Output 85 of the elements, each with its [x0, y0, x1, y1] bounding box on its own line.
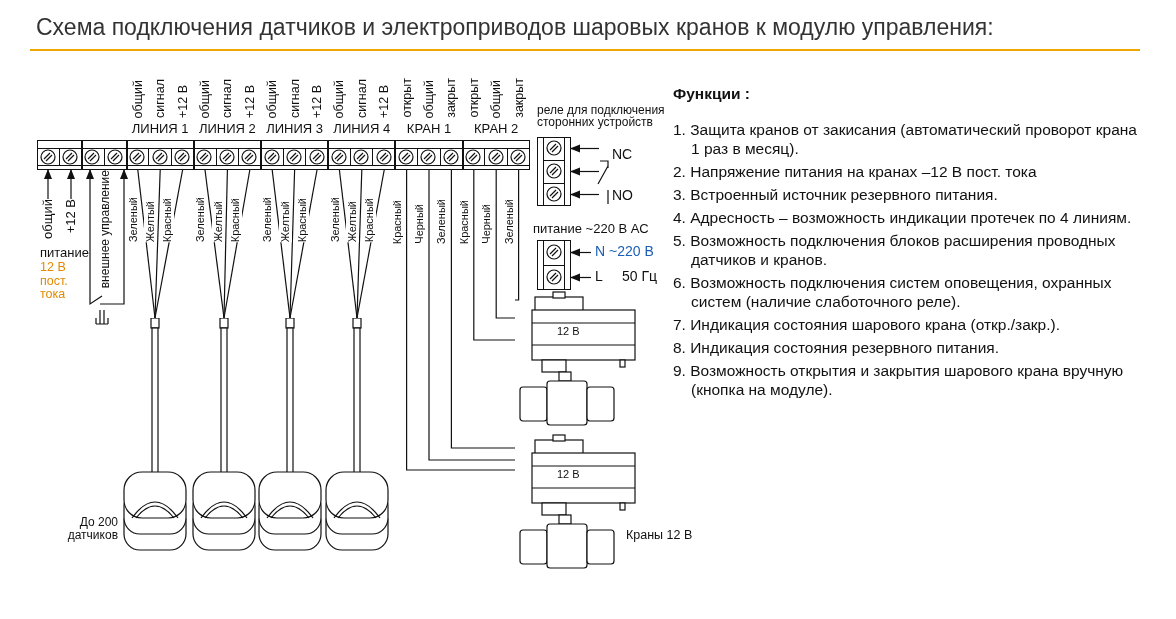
function-item: 4. Адресность – возможность индикации протечек по 4 линиям.	[673, 208, 1133, 227]
terminal-label: NC	[612, 146, 633, 162]
function-item: 6. Возможность подключения систем оповещения, охранных систем (наличие слаботочного реле).	[673, 273, 1113, 311]
wire-label: Красный	[362, 197, 376, 242]
arrow	[570, 273, 592, 282]
terminal-label: N ~220 В	[595, 243, 654, 259]
terminal-group-label: реле для подключения сторонних устройств	[537, 104, 666, 128]
terminal-group-label: питание ~220 В АС	[533, 223, 650, 235]
terminal-label: общий	[130, 79, 145, 118]
terminal-label: общий	[198, 79, 212, 118]
wire	[406, 169, 516, 471]
terminal-label: 50 Гц	[622, 268, 658, 284]
arrow	[120, 169, 128, 291]
control-label: внешнее управление	[99, 169, 113, 288]
function-item: 8. Индикация состояния резервного питания.	[673, 338, 1000, 357]
arrow	[570, 190, 600, 199]
terminal-label: +12 В	[377, 85, 392, 118]
wire-label: Черный	[413, 204, 426, 244]
terminal-group-label: ЛИНИЯ 3	[265, 121, 324, 137]
wire	[428, 169, 516, 461]
terminal-label: общий	[489, 79, 504, 118]
wire-label: Красный	[161, 197, 175, 242]
wire	[450, 169, 516, 449]
terminal-label: +12 В	[64, 199, 78, 234]
sensor-count-label: До 200 датчиков	[66, 516, 118, 542]
function-item: 7. Индикация состояния шарового крана (откр./закр.).	[673, 315, 1061, 334]
function-item: 9. Возможность открытия и закрытия шарового крана вручную (кнопка на модуле).	[673, 361, 1125, 399]
terminal-label: открыт	[466, 78, 481, 118]
terminal-label: открыт	[399, 78, 414, 118]
function-item: 5. Возможность подключения блоков расширения проводных датчиков и кранов.	[673, 231, 1117, 269]
terminal-label: сигнал	[220, 79, 235, 118]
wire-label: Красный	[295, 197, 309, 242]
terminal-group-label: КРАН 1	[405, 121, 453, 137]
wire	[223, 169, 228, 319]
terminal-label: сигнал	[153, 79, 168, 118]
wire-label: Красный	[390, 199, 404, 244]
wire	[473, 169, 516, 341]
arrow	[67, 169, 75, 200]
terminal-group-label: ЛИНИЯ 2	[197, 121, 257, 137]
wire-label: Желтый	[143, 200, 157, 242]
wire	[289, 169, 296, 319]
terminal-label: сигнал	[287, 79, 302, 118]
wire	[514, 169, 520, 301]
wire-label: Зеленый	[328, 196, 342, 242]
terminal-label: общий	[41, 199, 55, 239]
wire-label: Красный	[228, 197, 242, 242]
wire	[495, 169, 516, 319]
note: питание	[40, 246, 90, 260]
arrow	[570, 248, 592, 257]
valve-caption: Краны 12 В	[626, 529, 694, 543]
wire-label: Черный	[480, 204, 494, 244]
wire	[154, 169, 161, 319]
arrow	[570, 167, 600, 176]
functions-heading: Функции :	[673, 86, 752, 103]
wire	[356, 169, 363, 319]
terminal-label: +12 В	[242, 85, 257, 118]
terminal-label: закрыт	[511, 78, 526, 118]
wire-label: Желтый	[278, 200, 292, 242]
terminal-label: закрыт	[444, 78, 459, 118]
function-item: 1. Защита кранов от закисания (автоматический проворот крана 1 раз в месяц).	[673, 120, 1138, 158]
terminal-label: общий	[332, 79, 347, 118]
terminal-label: +12 В	[310, 85, 324, 118]
terminal-label: L	[595, 268, 603, 284]
actuator-label: 12 В	[557, 468, 580, 480]
note: 12 В пост. тока	[40, 261, 69, 302]
terminal-group-label: ЛИНИЯ 4	[332, 121, 392, 137]
terminal-group-label: ЛИНИЯ 1	[130, 121, 190, 137]
actuator-label: 12 В	[557, 325, 580, 337]
terminal-label: NO	[612, 187, 633, 203]
arrow	[570, 144, 600, 153]
wire-label: Красный	[457, 199, 471, 244]
terminal-label: +12 В	[175, 85, 190, 118]
wire-label: Желтый	[211, 200, 225, 242]
terminal-group-label: КРАН 2	[473, 121, 520, 137]
terminal-label: сигнал	[354, 79, 369, 118]
wire-label: Желтый	[345, 200, 359, 242]
wire-label: Зеленый	[502, 198, 516, 244]
arrow	[86, 169, 94, 291]
terminal-label: общий	[265, 79, 280, 118]
function-item: 3. Встроенный источник резервного питания.	[673, 185, 999, 204]
terminal-label: общий	[422, 79, 436, 118]
function-item: 2. Напряжение питания на кранах –12 В пост. тока	[673, 162, 1038, 181]
arrow	[44, 169, 52, 200]
title: Схема подключения датчиков и электроприводов шаровых кранов к модулю управления:	[36, 14, 994, 41]
wire-label: Зеленый	[126, 196, 140, 242]
